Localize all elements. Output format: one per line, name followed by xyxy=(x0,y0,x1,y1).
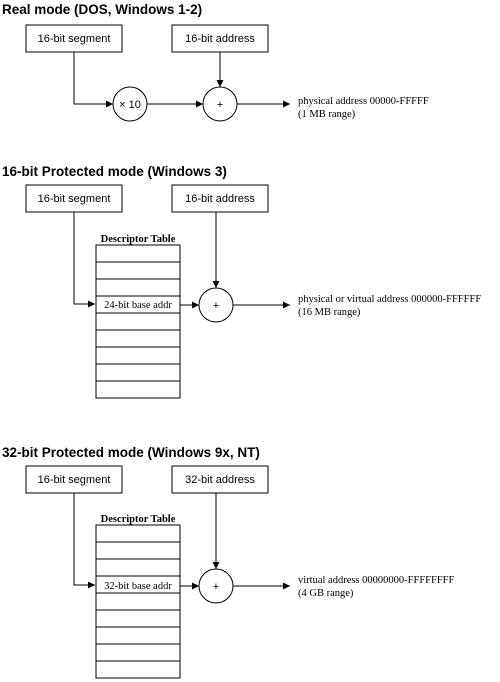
segment-box xyxy=(25,24,123,53)
result-text-line2: (4 GB range) xyxy=(298,588,354,599)
segment-to-table-arrow xyxy=(73,493,95,589)
adder-label: + xyxy=(213,581,219,593)
real-mode-section: Real mode (DOS, Windows 1-2) 16-bit segm… xyxy=(2,2,429,122)
result-text-line2: (16 MB range) xyxy=(298,307,361,318)
result-text-line1: physical address 00000-FFFFF xyxy=(298,96,429,107)
address-label: 16-bit address xyxy=(185,193,255,205)
real-mode-heading: Real mode (DOS, Windows 1-2) xyxy=(2,2,202,17)
protected-16-section: 16-bit Protected mode (Windows 3) 16-bit… xyxy=(2,164,481,399)
address-box xyxy=(171,184,269,213)
segment-to-table-arrow xyxy=(73,212,95,308)
address-box xyxy=(171,24,269,53)
multiplier-label: × 10 xyxy=(119,99,141,111)
descriptor-table xyxy=(95,524,181,679)
address-label: 32-bit address xyxy=(185,474,255,486)
result-text-line1: virtual address 00000000-FFFFFFFF xyxy=(298,575,455,586)
descriptor-table-title: Descriptor Table xyxy=(101,514,176,525)
protected-32-section: 32-bit Protected mode (Windows 9x, NT) 1… xyxy=(2,445,455,679)
result-text-line2: (1 MB range) xyxy=(298,109,356,120)
segment-label: 16-bit segment xyxy=(38,474,111,486)
base-address-entry: 24-bit base addr xyxy=(104,300,172,311)
descriptor-table xyxy=(95,244,181,399)
descriptor-table-title: Descriptor Table xyxy=(101,234,176,245)
base-address-entry: 32-bit base addr xyxy=(104,581,172,592)
segment-label: 16-bit segment xyxy=(38,193,111,205)
protected-16-heading: 16-bit Protected mode (Windows 3) xyxy=(2,164,227,179)
address-box xyxy=(171,465,269,494)
segment-to-multiplier-arrow xyxy=(73,52,113,108)
protected-32-heading: 32-bit Protected mode (Windows 9x, NT) xyxy=(2,445,260,460)
adder-label: + xyxy=(217,99,223,111)
adder-label: + xyxy=(213,300,219,312)
result-text-line1: physical or virtual address 000000-FFFFF… xyxy=(298,294,481,305)
descriptor-table-frame xyxy=(95,524,181,679)
descriptor-table-frame xyxy=(95,244,181,399)
segment-label: 16-bit segment xyxy=(38,33,111,45)
address-label: 16-bit address xyxy=(185,33,255,45)
